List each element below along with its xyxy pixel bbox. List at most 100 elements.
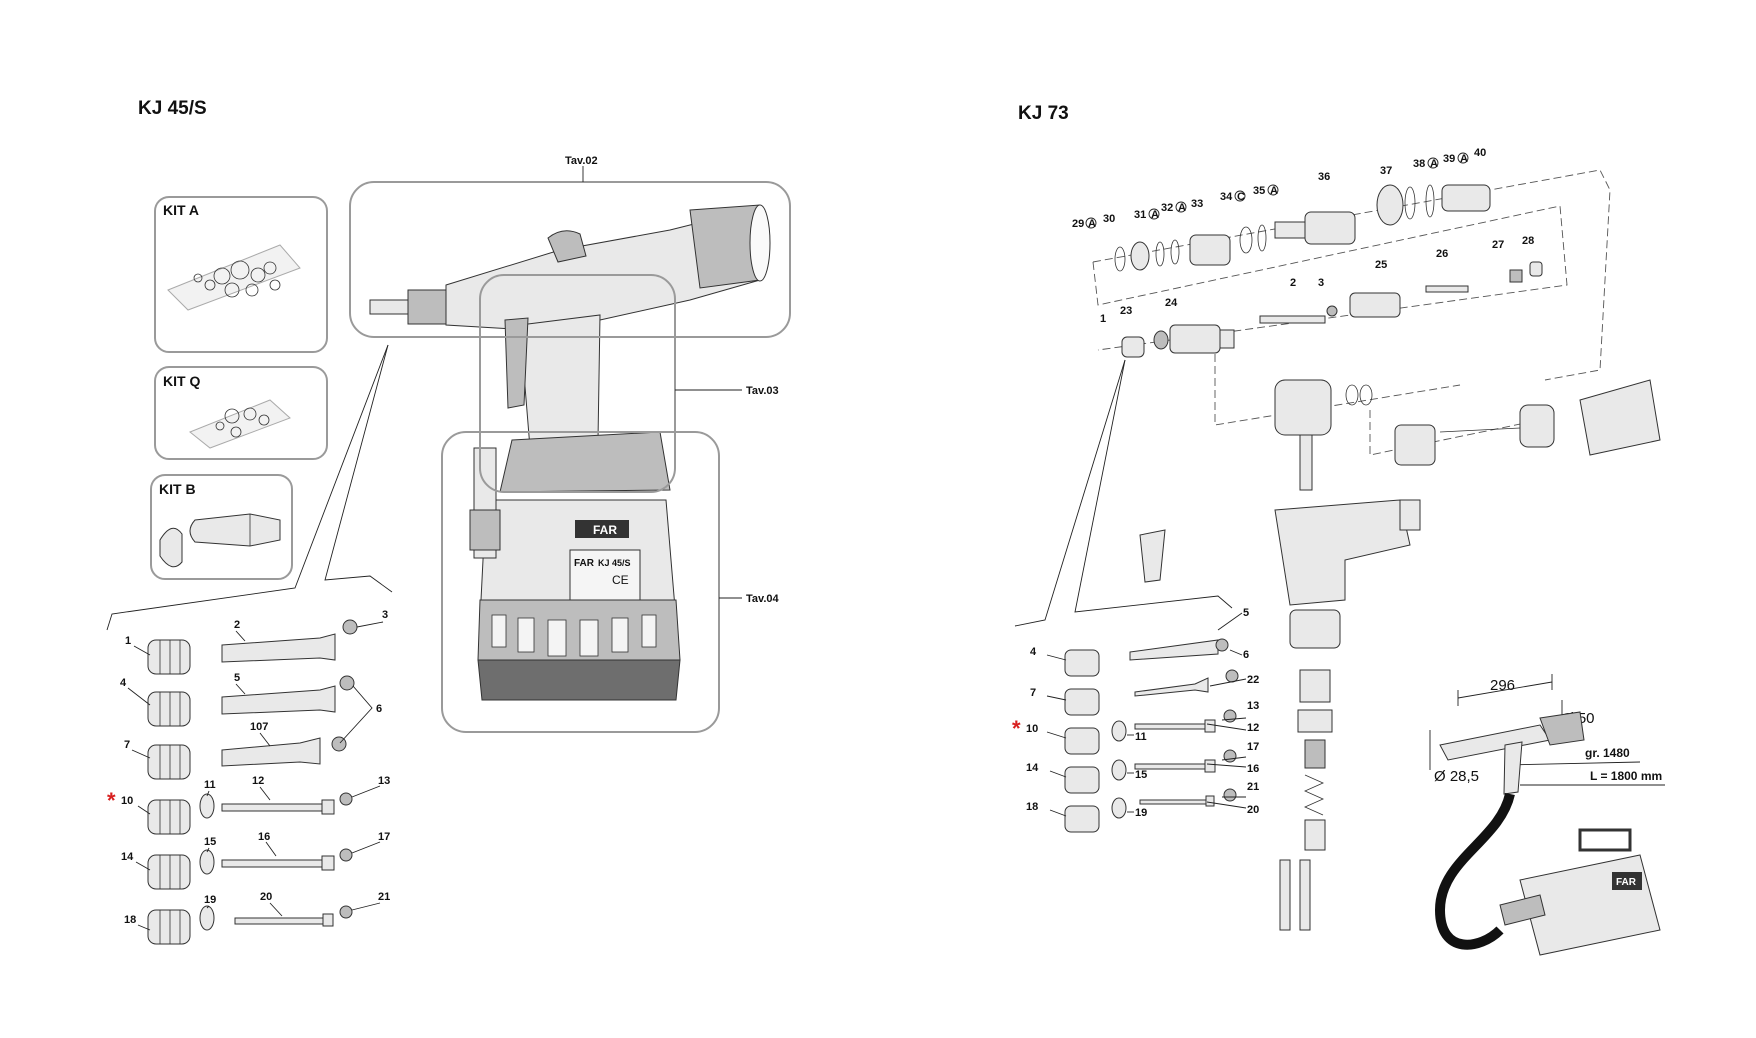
right-part-13: 13	[1247, 700, 1259, 712]
left-part-1: 1	[125, 635, 131, 647]
tav04-label: Tav.04	[746, 593, 779, 605]
right-part-29: 29	[1072, 218, 1084, 230]
seal-letter: A	[1460, 153, 1468, 165]
right-part-38: 38	[1413, 158, 1425, 170]
right-part-31: 31	[1134, 209, 1146, 221]
seal-letter: A	[1088, 218, 1096, 230]
right-part-19: 19	[1135, 807, 1147, 819]
right-part-15: 15	[1135, 769, 1147, 781]
left-part-3: 3	[382, 609, 388, 621]
seal-letter: C	[1237, 191, 1245, 203]
right-part-20: 20	[1247, 804, 1259, 816]
left-part-16: 16	[258, 831, 270, 843]
seal-letter: A	[1178, 202, 1186, 214]
left-part-15: 15	[204, 836, 216, 848]
tav02-outline	[349, 181, 791, 338]
right-part-10: 10	[1026, 723, 1038, 735]
right-part-35: 35	[1253, 185, 1265, 197]
left-part-11: 11	[204, 779, 216, 791]
new-part-marker: *	[1012, 716, 1021, 741]
rivet-tool-illustration: FAR FAR KJ 45/S CE	[369, 204, 771, 701]
left-part-107: 107	[250, 721, 268, 733]
right-part-34: 34	[1220, 191, 1233, 203]
unit-brand-badge: FAR	[1616, 877, 1637, 888]
right-part-30: 30	[1103, 213, 1115, 225]
left-part-20: 20	[260, 891, 272, 903]
diameter-small-dimension: Ø 28,5	[1434, 768, 1479, 785]
right-part-36: 36	[1318, 171, 1330, 183]
right-part-3: 3	[1318, 277, 1324, 289]
right-top-labels: 29 30 31 32 33 34 35 36 37 38 39 40 A A …	[1072, 147, 1534, 325]
kit-b-label: KIT B	[159, 481, 196, 497]
left-part-13: 13	[378, 775, 390, 787]
kit-a-label: KIT A	[163, 202, 199, 218]
kit-b-box: KIT B	[150, 474, 293, 580]
right-part-5: 5	[1243, 607, 1249, 619]
left-part-7: 7	[124, 739, 130, 751]
right-part-24: 24	[1165, 297, 1178, 309]
kit-q-label: KIT Q	[163, 373, 200, 389]
tav03-label: Tav.03	[746, 385, 779, 397]
kit-q-box: KIT Q	[154, 366, 328, 460]
left-part-18: 18	[124, 914, 136, 926]
left-part-10: 10	[121, 795, 133, 807]
right-part-18: 18	[1026, 801, 1038, 813]
right-part-39: 39	[1443, 153, 1455, 165]
tool-dimensions-drawing: 296 Ø 50 gr. 1480 Ø 28,5 L = 1800 mm FAR	[1429, 674, 1665, 956]
new-part-marker: *	[107, 788, 116, 813]
left-parts-table: 1 2 3 4 5 6 7 107 * 10 11 12 13 14 15 16…	[107, 609, 390, 945]
right-part-6: 6	[1243, 649, 1249, 661]
tav03-outline	[479, 274, 676, 493]
right-part-40: 40	[1474, 147, 1486, 159]
right-part-28: 28	[1522, 235, 1534, 247]
hose-length-label: L = 1800 mm	[1590, 769, 1662, 783]
tav04-outline	[441, 431, 720, 733]
jaw-housing-icon	[189, 513, 281, 547]
right-part-16: 16	[1247, 763, 1259, 775]
right-part-17: 17	[1247, 741, 1259, 753]
tav02-label: Tav.02	[565, 155, 598, 167]
left-model-title: KJ 45/S	[138, 98, 207, 119]
right-part-23: 23	[1120, 305, 1132, 317]
exploded-view	[1092, 169, 1661, 931]
right-part-32: 32	[1161, 202, 1173, 214]
right-part-26: 26	[1436, 248, 1448, 260]
right-part-21: 21	[1247, 781, 1259, 793]
left-part-4: 4	[120, 677, 127, 689]
right-part-22: 22	[1247, 674, 1259, 686]
length-dimension: 296	[1490, 677, 1515, 694]
ce-mark: CE	[612, 573, 629, 587]
seal-letter: A	[1151, 209, 1159, 221]
right-part-4: 4	[1030, 646, 1037, 658]
weight-label: gr. 1480	[1585, 746, 1630, 760]
right-part-14: 14	[1026, 762, 1039, 774]
right-part-25: 25	[1375, 259, 1387, 271]
right-part-1: 1	[1100, 313, 1106, 325]
left-part-5: 5	[234, 672, 240, 684]
right-part-33: 33	[1191, 198, 1203, 210]
right-parts-table: 4 5 6 7 22 * 10 11 12 13 14 15 16 17 18 …	[1012, 607, 1259, 833]
right-part-11: 11	[1135, 731, 1147, 743]
o-ring-set-icon	[215, 407, 270, 438]
right-part-37: 37	[1380, 165, 1392, 177]
model-plate: KJ 45/S	[598, 558, 631, 568]
left-part-19: 19	[204, 894, 216, 906]
right-model-title: KJ 73	[1018, 103, 1069, 124]
left-part-21: 21	[378, 891, 390, 903]
brand-badge: FAR	[593, 523, 617, 537]
left-part-12: 12	[252, 775, 264, 787]
seal-letter: A	[1270, 185, 1278, 197]
brand-plate: FAR	[574, 558, 595, 569]
right-part-12: 12	[1247, 722, 1259, 734]
right-part-7: 7	[1030, 687, 1036, 699]
left-part-6: 6	[376, 703, 382, 715]
right-part-2: 2	[1290, 277, 1296, 289]
left-part-14: 14	[121, 851, 134, 863]
kit-a-box: KIT A	[154, 196, 328, 353]
left-part-17: 17	[378, 831, 390, 843]
seal-letter: A	[1430, 158, 1438, 170]
left-part-2: 2	[234, 619, 240, 631]
right-part-27: 27	[1492, 239, 1504, 251]
